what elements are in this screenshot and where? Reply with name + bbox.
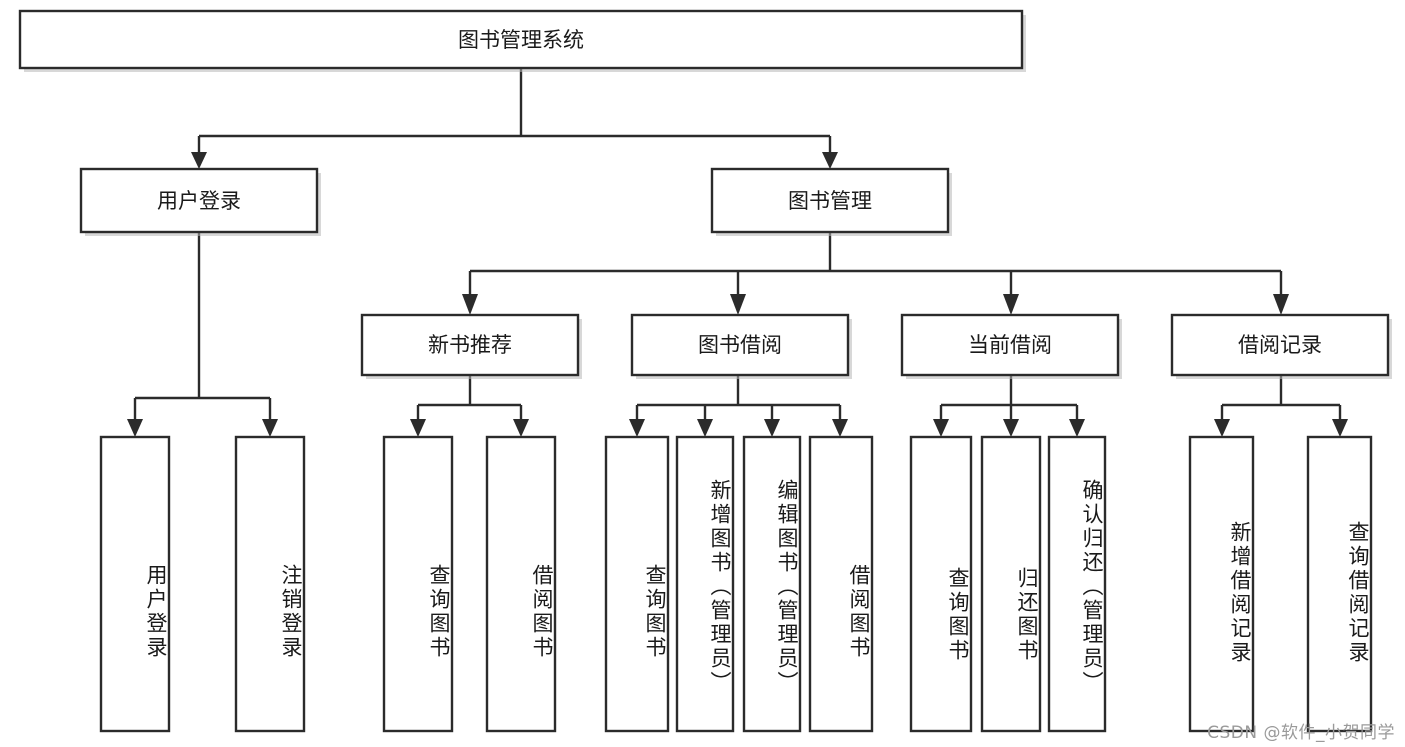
- arrow-root-to-book-manage: [822, 152, 838, 169]
- node-borrow-record-label: 借阅记录: [1238, 333, 1322, 357]
- arrow-current-borrow-leaf-2: [1003, 419, 1019, 437]
- leaf-current-borrow-2[interactable]: [980, 435, 1042, 733]
- arrow-current-borrow-leaf-1: [933, 419, 949, 437]
- arrow-root-to-user-login: [191, 152, 207, 169]
- connector-book-borrow-bus: [635, 375, 842, 421]
- leaf-book-borrow-1[interactable]: [604, 435, 670, 733]
- arrow-borrow-record-leaf-1: [1214, 419, 1230, 437]
- connector-layer: [127, 68, 1348, 437]
- arrow-to-book-borrow: [730, 294, 746, 315]
- node-book-manage[interactable]: 图书管理: [710, 167, 952, 236]
- watermark: CSDN @软件_小贺同学: [1207, 723, 1395, 743]
- connector-book-manage-bus: [468, 232, 1283, 296]
- connector-current-borrow-bus: [939, 375, 1079, 421]
- node-new-book-recommend-label: 新书推荐: [428, 333, 512, 357]
- connector-root-to-level2: [197, 68, 832, 154]
- leaf-new-book-recommend-2[interactable]: [485, 435, 557, 733]
- arrow-new-book-leaf-1: [410, 419, 426, 437]
- leaf-borrow-record-2[interactable]: [1306, 435, 1373, 733]
- leaf-current-borrow-1[interactable]: [909, 435, 973, 733]
- leaf-borrow-record-1[interactable]: [1188, 435, 1255, 733]
- arrow-book-borrow-leaf-3: [764, 419, 780, 437]
- connector-borrow-record-bus: [1220, 375, 1342, 421]
- arrow-book-borrow-leaf-2: [697, 419, 713, 437]
- arrow-user-login-leaf-2: [262, 419, 278, 437]
- arrow-book-borrow-leaf-4: [832, 419, 848, 437]
- node-current-borrow[interactable]: 当前借阅: [900, 313, 1122, 379]
- arrow-user-login-leaf-1: [127, 419, 143, 437]
- node-user-login[interactable]: 用户登录: [79, 167, 321, 236]
- node-book-borrow-label: 图书借阅: [698, 333, 782, 357]
- node-current-borrow-label: 当前借阅: [968, 333, 1052, 357]
- node-new-book-recommend[interactable]: 新书推荐: [360, 313, 582, 379]
- node-borrow-record[interactable]: 借阅记录: [1170, 313, 1392, 379]
- node-book-manage-label: 图书管理: [788, 189, 872, 213]
- arrow-to-borrow-record: [1273, 294, 1289, 315]
- arrow-book-borrow-leaf-1: [629, 419, 645, 437]
- leaf-book-borrow-3[interactable]: [742, 435, 802, 733]
- leaf-user-login-2[interactable]: [234, 435, 306, 733]
- leaf-current-borrow-3[interactable]: [1047, 435, 1107, 733]
- node-user-login-label: 用户登录: [157, 189, 241, 213]
- node-book-borrow[interactable]: 图书借阅: [630, 313, 852, 379]
- arrow-borrow-record-leaf-2: [1332, 419, 1348, 437]
- node-root[interactable]: 图书管理系统: [18, 9, 1026, 72]
- connector-user-login-bus: [133, 232, 272, 421]
- arrow-to-new-book-recommend: [462, 294, 478, 315]
- node-layer: 图书管理系统 用户登录 图书管理 新书推荐: [18, 9, 1392, 733]
- node-root-label: 图书管理系统: [458, 28, 584, 52]
- leaf-book-borrow-2[interactable]: [675, 435, 735, 733]
- leaf-new-book-recommend-1[interactable]: [382, 435, 454, 733]
- leaf-user-login-1[interactable]: [99, 435, 171, 733]
- connector-new-book-recommend-bus: [416, 375, 523, 421]
- leaf-book-borrow-4[interactable]: [808, 435, 874, 733]
- arrow-to-current-borrow: [1003, 294, 1019, 315]
- arrow-current-borrow-leaf-3: [1069, 419, 1085, 437]
- arrow-new-book-leaf-2: [513, 419, 529, 437]
